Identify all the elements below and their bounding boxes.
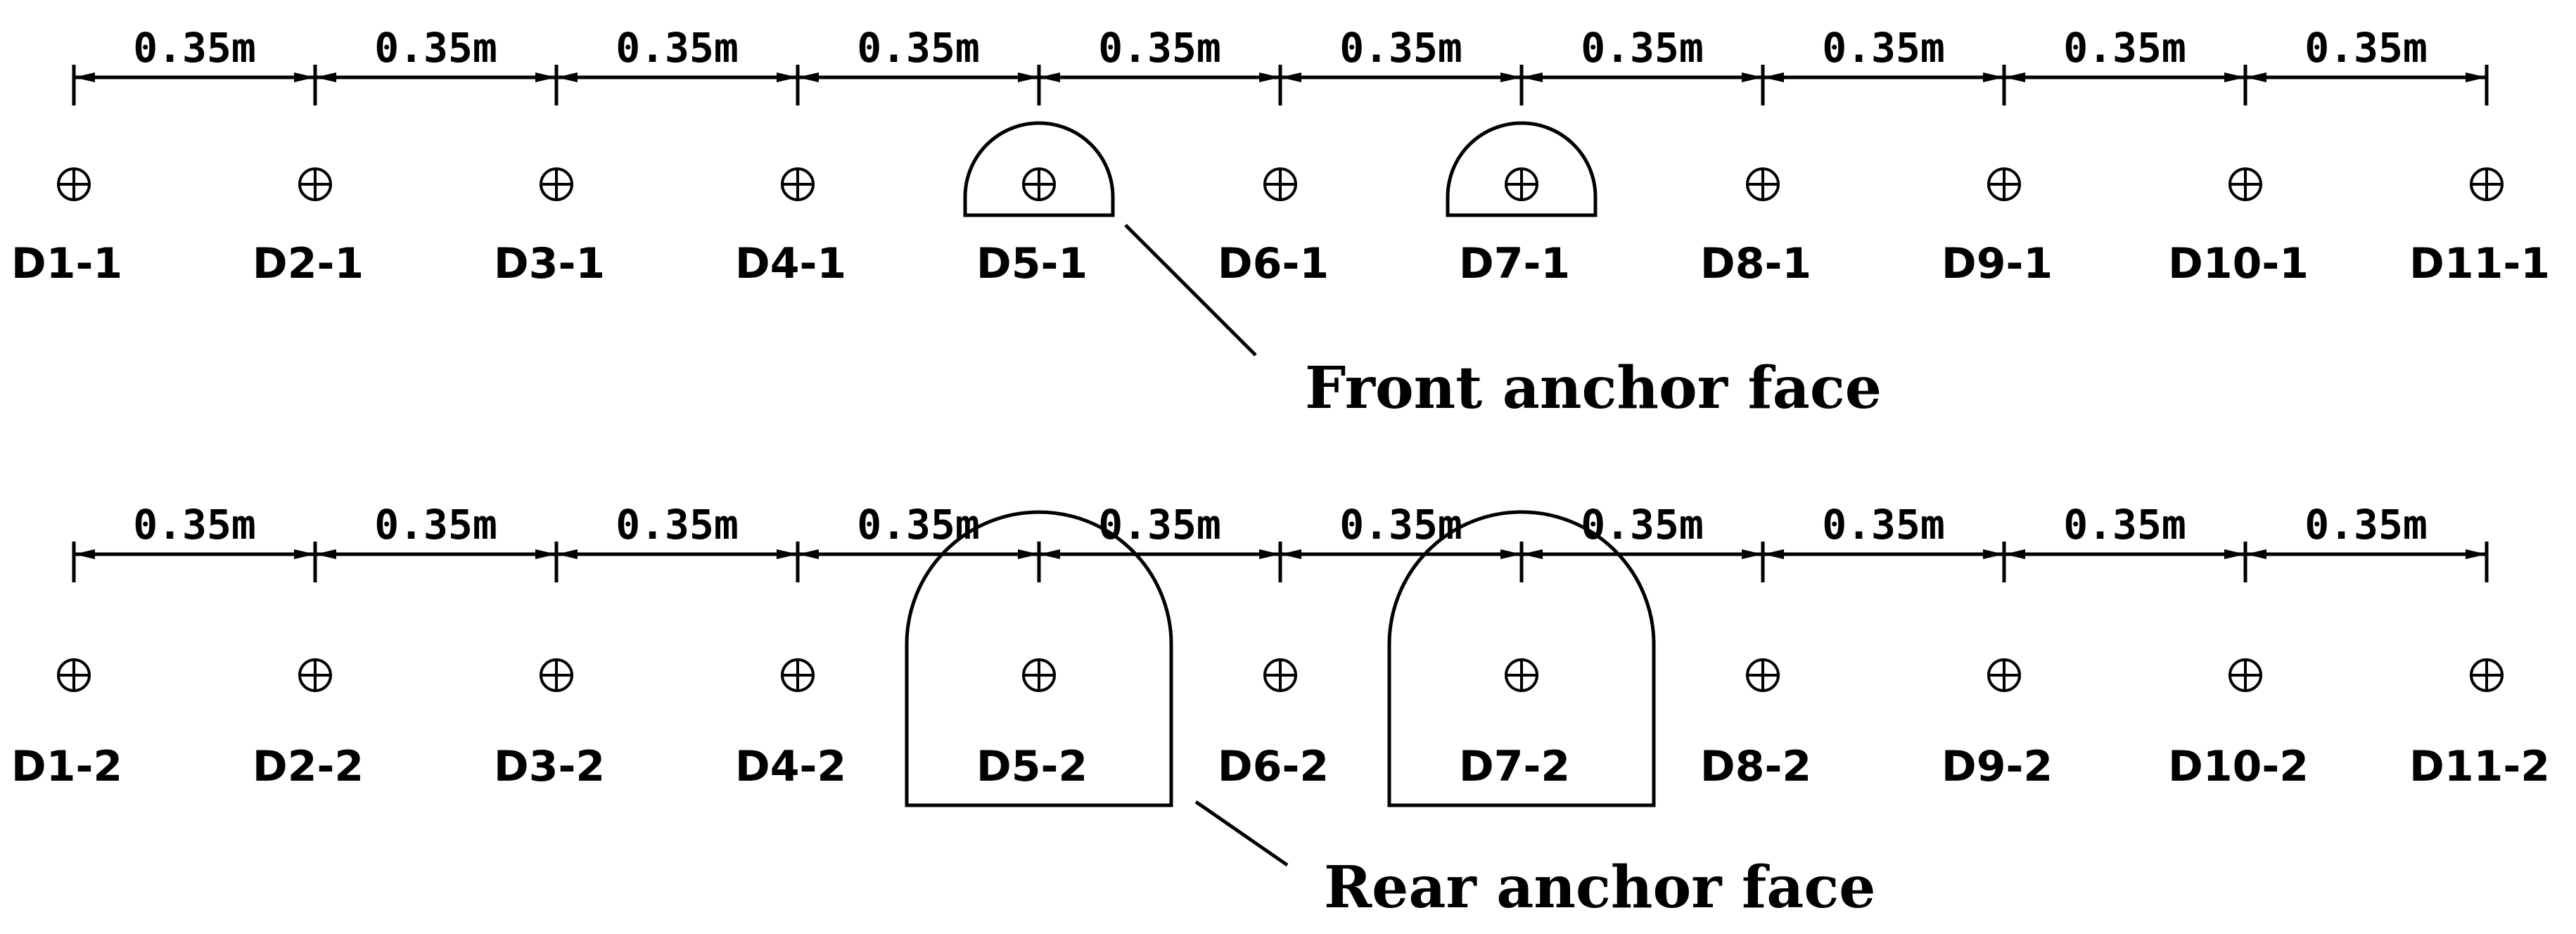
- rear-hole-label: D9-2: [1941, 742, 2053, 791]
- front-hole-label: D5-1: [976, 239, 1088, 288]
- rear-arrowhead: [1763, 549, 1784, 559]
- front-spacing-label: 0.35m: [616, 24, 739, 72]
- front-spacing-label: 0.35m: [857, 24, 980, 72]
- rear-arrowhead: [1280, 549, 1301, 559]
- rear-hole-label: D6-2: [1218, 742, 1329, 791]
- rear-arrowhead: [777, 549, 798, 559]
- rear-arrowhead: [1039, 549, 1060, 559]
- rear-anchor-outline: [905, 510, 1173, 807]
- front-arrowhead: [294, 72, 315, 82]
- rear-arrowhead: [556, 549, 578, 559]
- front-hole-label: D1-1: [11, 239, 122, 288]
- front-spacing-label: 0.35m: [2063, 24, 2186, 72]
- front-arrowhead: [2466, 72, 2487, 82]
- front-anchor-face-group: 0.35m 0.35m 0.35m 0.35m 0.35m 0.35m 0.35m 0.35m…: [11, 24, 2550, 422]
- rear-arrowhead: [1018, 549, 1039, 559]
- rear-spacing-label: 0.35m: [616, 501, 739, 549]
- front-hole-label: D6-1: [1218, 239, 1329, 288]
- front-hole-label: D8-1: [1700, 239, 1811, 288]
- front-spacing-label: 0.35m: [374, 24, 497, 72]
- front-arrowhead: [1983, 72, 2004, 82]
- rear-arrowhead: [1500, 549, 1522, 559]
- front-hole-label: D9-1: [1941, 239, 2053, 288]
- front-hole-label: D3-1: [494, 239, 605, 288]
- front-arrowhead: [1280, 72, 1301, 82]
- front-hole-label: D10-1: [2168, 239, 2309, 288]
- rear-spacing-label: 0.35m: [1339, 501, 1462, 549]
- rear-anchor-face-group: 0.35m 0.35m 0.35m 0.35m 0.35m 0.35m 0.35m 0.35m…: [11, 501, 2550, 921]
- rear-hole-label: D7-2: [1459, 742, 1570, 791]
- front-arrowhead: [1039, 72, 1060, 82]
- rear-hole-label: D3-2: [494, 742, 605, 791]
- rear-arrowhead: [2245, 549, 2266, 559]
- front-arrowhead: [1018, 72, 1039, 82]
- rear-leader-line: [1194, 800, 1289, 867]
- rear-spacing-label: 0.35m: [374, 501, 497, 549]
- rear-hole-label: D2-2: [253, 742, 364, 791]
- rear-spacing-label: 0.35m: [133, 501, 256, 549]
- front-spacing-label: 0.35m: [1581, 24, 1704, 72]
- front-anchor-outline: [963, 121, 1115, 217]
- front-arrowhead: [556, 72, 578, 82]
- front-arrowhead: [798, 72, 819, 82]
- rear-arrowhead: [1522, 549, 1543, 559]
- rear-arrowhead: [74, 549, 95, 559]
- front-anchor-outline: [1446, 121, 1598, 217]
- front-hole-label: D11-1: [2409, 239, 2550, 288]
- rear-anchor-outline: [1387, 510, 1656, 807]
- rear-arrowhead: [315, 549, 336, 559]
- rear-arrowhead: [535, 549, 556, 559]
- front-arrowhead: [1259, 72, 1280, 82]
- rear-hole-label: D10-2: [2168, 742, 2309, 791]
- rear-arrowhead: [2004, 549, 2025, 559]
- front-arrowhead: [2224, 72, 2245, 82]
- rear-spacing-label: 0.35m: [1581, 501, 1704, 549]
- rear-hole-label: D5-2: [976, 742, 1088, 791]
- rear-hole-label: D11-2: [2409, 742, 2550, 791]
- front-hole-label: D2-1: [253, 239, 364, 288]
- rear-arrowhead: [1742, 549, 1763, 559]
- front-arrowhead: [74, 72, 95, 82]
- front-arrowhead: [1763, 72, 1784, 82]
- front-face-caption: Front anchor face: [1305, 354, 1882, 422]
- front-arrowhead: [315, 72, 336, 82]
- front-arrowhead: [777, 72, 798, 82]
- rear-arrowhead: [798, 549, 819, 559]
- rear-arrowhead: [2466, 549, 2487, 559]
- front-spacing-label: 0.35m: [1822, 24, 1945, 72]
- rear-spacing-label: 0.35m: [1822, 501, 1945, 549]
- rear-spacing-label: 0.35m: [857, 501, 980, 549]
- front-arrowhead: [2245, 72, 2266, 82]
- rear-arrowhead: [294, 549, 315, 559]
- rear-hole-label: D4-2: [735, 742, 846, 791]
- rear-spacing-label: 0.35m: [2304, 501, 2428, 549]
- front-spacing-label: 0.35m: [1339, 24, 1462, 72]
- front-arrowhead: [1742, 72, 1763, 82]
- front-arrowhead: [1500, 72, 1522, 82]
- rear-spacing-label: 0.35m: [1098, 501, 1221, 549]
- front-arrowhead: [2004, 72, 2025, 82]
- front-hole-label: D4-1: [735, 239, 846, 288]
- front-arrowhead: [535, 72, 556, 82]
- front-spacing-label: 0.35m: [133, 24, 256, 72]
- rear-spacing-label: 0.35m: [2063, 501, 2186, 549]
- rear-arrowhead: [1259, 549, 1280, 559]
- front-leader-line: [1124, 224, 1257, 357]
- front-arrowhead: [1522, 72, 1543, 82]
- front-hole-label: D7-1: [1459, 239, 1570, 288]
- rear-face-caption: Rear anchor face: [1324, 854, 1875, 921]
- front-spacing-label: 0.35m: [1098, 24, 1221, 72]
- rear-hole-label: D8-2: [1700, 742, 1811, 791]
- rear-arrowhead: [1983, 549, 2004, 559]
- front-spacing-label: 0.35m: [2304, 24, 2428, 72]
- rear-arrowhead: [2224, 549, 2245, 559]
- rear-hole-label: D1-2: [11, 742, 122, 791]
